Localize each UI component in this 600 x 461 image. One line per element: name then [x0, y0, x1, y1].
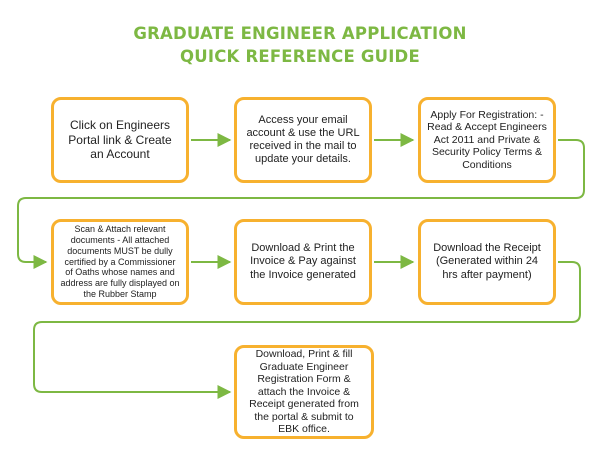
step-6-text: Download the Receipt (Generated within 2…	[433, 242, 541, 281]
step-5-text: Download & Print the Invoice & Pay again…	[250, 242, 356, 281]
step-1-text: Click on Engineers Portal link & Create …	[68, 118, 172, 162]
arrow-step6-to-step7	[33, 261, 581, 399]
step-1-box: Click on Engineers Portal link & Create …	[51, 97, 189, 183]
step-3-box: Apply For Registration: - Read & Accept …	[418, 97, 556, 183]
step-2-box: Access your email account & use the URL …	[234, 97, 372, 183]
step-7-box: Download, Print & fill Graduate Engineer…	[234, 345, 374, 439]
step-5-box: Download & Print the Invoice & Pay again…	[234, 219, 372, 305]
arrow-step3-to-step4	[17, 139, 585, 269]
page-title-line1: GRADUATE ENGINEER APPLICATION	[133, 24, 467, 43]
step-7-text: Download, Print & fill Graduate Engineer…	[249, 347, 359, 436]
step-2-text: Access your email account & use the URL …	[246, 113, 360, 166]
step-4-box: Scan & Attach relevant documents - All a…	[51, 219, 189, 305]
step-3-text: Apply For Registration: - Read & Accept …	[427, 108, 547, 171]
page-title-line2: QUICK REFERENCE GUIDE	[180, 47, 420, 66]
step-4-text: Scan & Attach relevant documents - All a…	[60, 223, 180, 300]
step-6-box: Download the Receipt (Generated within 2…	[418, 219, 556, 305]
